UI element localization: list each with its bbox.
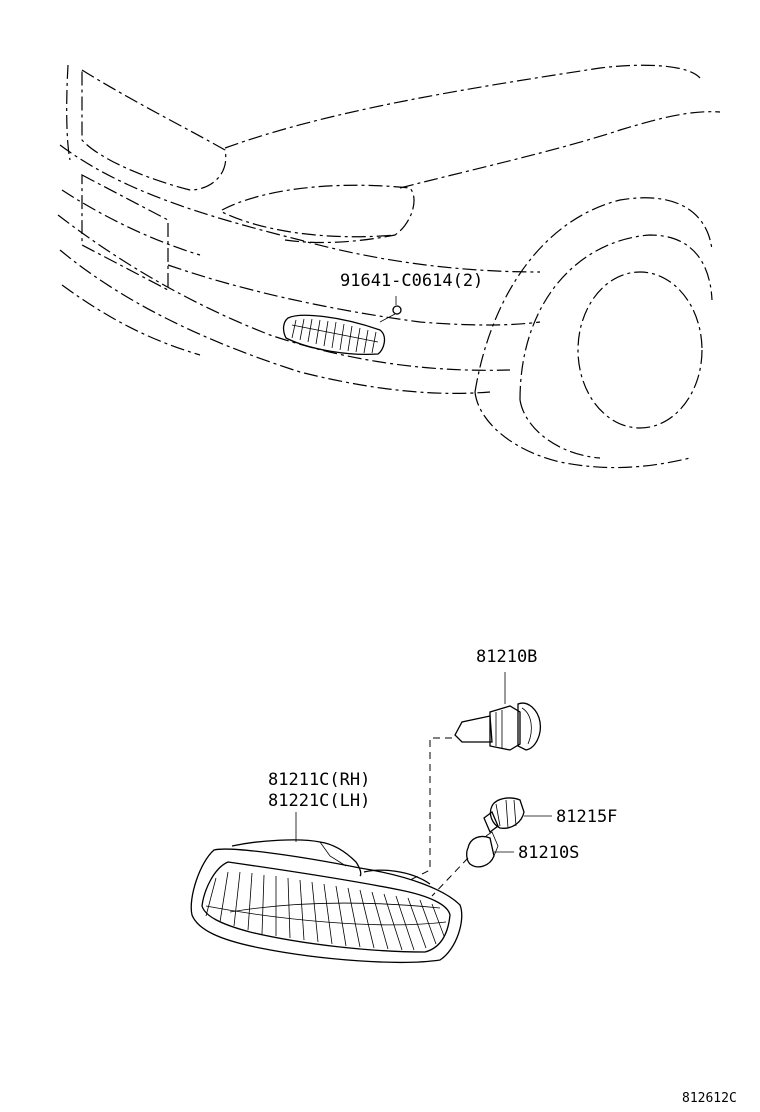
- fog-lamp-on-car: [282, 314, 386, 356]
- screw-icon: [379, 296, 402, 323]
- screw-part-number: 91641-C0614(2): [340, 271, 483, 291]
- diagram-id: 812612C: [682, 1091, 737, 1106]
- main-bulb-icon: [454, 672, 542, 751]
- main-bulb-part-number: 81210B: [476, 647, 537, 667]
- car-body-outline: [57, 64, 721, 469]
- small-bulb-icon: [466, 831, 514, 868]
- lamp-rh-part-number: 81211C(RH): [268, 770, 370, 790]
- socket-icon: [483, 797, 552, 834]
- lamp-lh-part-number: 81221C(LH): [268, 791, 370, 811]
- small-bulb-part-number: 81210S: [518, 843, 579, 863]
- socket-part-number: 81215F: [556, 807, 617, 827]
- fog-lamp-assembly: [190, 812, 463, 963]
- assembly-dashed-lines: [409, 737, 469, 897]
